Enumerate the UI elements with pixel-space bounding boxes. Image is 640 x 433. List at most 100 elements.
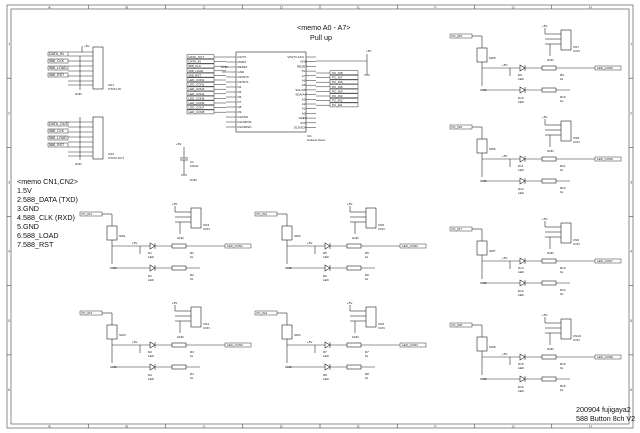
led-diode-symbol — [519, 64, 526, 72]
resistor-symbol — [346, 342, 362, 348]
border-row-label: 2 — [8, 110, 11, 115]
resistor-symbol — [346, 243, 362, 249]
resistor-symbol — [171, 265, 187, 271]
channel-1: PC_IN1SW1GNDCN3CON+5VGNDD1LEDR11kLED_CON… — [79, 202, 252, 282]
switch-symbol — [476, 336, 488, 352]
memo-cn: <memo CN1,CN2> 1.5V 2.588_DATA (TXD) 3.G… — [17, 177, 78, 249]
power-label: +5V — [502, 63, 507, 67]
c1-ref: C1 — [190, 160, 194, 164]
switch-ref: SW1 — [119, 234, 126, 238]
diode-ref: D16 — [518, 385, 524, 389]
ic1-arduino-nano: IC1 Arduino Nano D1/TXD0/RXRESETGNDD2/IN… — [186, 49, 371, 142]
ic1-left-net-label: 588_LOAD — [189, 69, 205, 73]
border-column-label: C — [203, 424, 206, 429]
border-row-label: 5 — [630, 318, 633, 323]
connector-type: CON — [573, 49, 580, 53]
c1-value: 100uF — [190, 164, 199, 168]
diode-type: LED — [148, 278, 155, 282]
cn1-type: OTOO-IN — [108, 87, 121, 91]
ic1-left-net-label: 588_RST — [189, 73, 202, 77]
resistor-value: 1k — [560, 270, 564, 274]
border-column-label: D — [280, 5, 283, 10]
memo-cn-line: 2.588_DATA (TXD) — [17, 195, 78, 204]
resistor-symbol — [541, 280, 557, 286]
switch-symbol — [476, 138, 488, 154]
border-column-label: H — [589, 5, 592, 10]
connector-ref: CN8 — [573, 136, 579, 140]
resistor-value: 1k — [560, 388, 564, 392]
diode-type: LED — [518, 191, 525, 195]
channel-input-label: PC_IN1 — [82, 212, 93, 216]
resistor-value: 1k — [190, 354, 194, 358]
channel-3: PC_IN3SW3GNDCN4CON+5VGNDD3LEDR31kLED_CON… — [79, 301, 252, 381]
led-net-label: LED_CON2 — [402, 244, 418, 248]
connector-type: CON — [573, 140, 580, 144]
ic1-left-pin-name: D3/INT1 — [238, 80, 250, 84]
c1-power-label: +5V — [176, 142, 181, 146]
channel-input-label: PC_IN8 — [452, 323, 463, 327]
ic1-right-pin-name: RESET — [297, 64, 307, 68]
gnd-label: GND — [547, 58, 555, 62]
led-diode-symbol — [149, 341, 156, 349]
gnd-label: GND — [547, 251, 555, 255]
ic1-right-pin-name: AREF — [299, 116, 307, 120]
diode-ref: D12 — [518, 187, 524, 191]
ic1-right-pin-name: D13/SCK — [294, 126, 307, 130]
gnd-label: GND — [547, 149, 555, 153]
gnd-label: GND — [547, 347, 555, 351]
cn1-pin-label: DATA_IN — [49, 52, 64, 56]
led-diode-symbol — [519, 279, 526, 287]
diode-ref: D5 — [323, 251, 327, 255]
power-label: +5V — [542, 217, 547, 221]
diode-type: LED — [323, 255, 330, 259]
connector-ref: CN10 — [573, 334, 581, 338]
resistor-ref: R3 — [190, 350, 194, 354]
ic1-left-pin-name: D4 — [238, 85, 242, 89]
diode-type: LED — [518, 293, 525, 297]
ic1-left-pin-name: D2/INT0 — [238, 75, 250, 79]
ic1-left-pin-name: D10/SS — [238, 115, 248, 119]
connector-symbol — [560, 318, 572, 340]
resistor-ref: R2 — [190, 273, 194, 277]
ic1-left-pin-name: D11/MOSI — [238, 120, 252, 124]
switch-ref: SW5 — [489, 56, 496, 60]
ic1-left-net-label: LED_CON4 — [189, 92, 205, 96]
ic1-left-net-label: LED_CON3 — [189, 87, 205, 91]
diode-ref: D3 — [148, 350, 152, 354]
channel-input-label: PC_IN4 — [257, 311, 268, 315]
border-column-label: H — [589, 424, 592, 429]
resistor-value: 1k — [560, 292, 564, 296]
cn2-pin-label: 588_LOAD — [49, 136, 67, 140]
button-channels: PC_IN1SW1GNDCN3CON+5VGNDD1LEDR11kLED_CON… — [79, 24, 622, 393]
resistor-symbol — [541, 156, 557, 162]
ic1-ref: IC1 — [307, 134, 312, 138]
led-diode-symbol — [324, 264, 331, 272]
ic1-right-pin-name: A7 — [302, 74, 306, 78]
channel-8: PC_IN8SW8GNDCN10CON+5VGNDD15LEDR151kLED_… — [449, 313, 622, 393]
resistor-ref: R15 — [560, 362, 566, 366]
led-net-label: LED_CON5 — [597, 66, 613, 70]
ic1-left-pin-name: D1/TX — [238, 55, 247, 59]
diode-type: LED — [518, 77, 525, 81]
border-row-label: 2 — [630, 110, 633, 115]
led-net-label: LED_CON7 — [597, 259, 613, 263]
led-net-label: LED_CON1 — [227, 244, 243, 248]
memo-cn-line: 3.GND — [17, 204, 39, 213]
switch-ref: SW3 — [119, 333, 126, 337]
resistor-ref: R10 — [560, 95, 566, 99]
border-column-label: D — [280, 424, 283, 429]
resistor-symbol — [346, 364, 362, 370]
led-diode-symbol — [324, 363, 331, 371]
diode-ref: D1 — [148, 251, 152, 255]
switch-ref: SW7 — [489, 249, 496, 253]
led-net-label: LED_CON3 — [227, 343, 243, 347]
ic1-right-net-label: PC_IN7 — [332, 76, 343, 80]
resistor-value: 1k — [190, 277, 194, 281]
resistor-symbol — [541, 178, 557, 184]
led-net-label: LED_CON8 — [597, 355, 613, 359]
led-diode-symbol — [324, 242, 331, 250]
channel-5: PC_IN5SW5GNDCN7CON+5VGNDD9LEDR91kLED_CON… — [449, 24, 622, 104]
diode-ref: D4 — [148, 373, 152, 377]
led-diode-symbol — [519, 375, 526, 383]
connector-type: CON — [573, 242, 580, 246]
